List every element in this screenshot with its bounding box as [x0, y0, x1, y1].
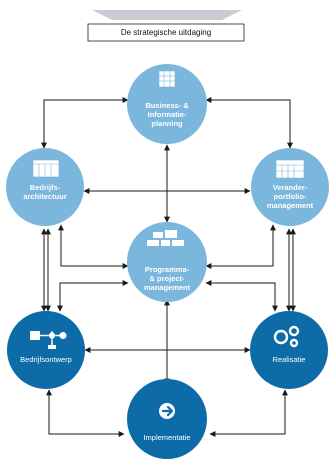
label-realisatie: Realisatie [272, 355, 306, 364]
header-title: De strategische uitdaging [120, 28, 212, 37]
label-programma-project: Programma- & project- management [143, 265, 191, 292]
label-business-planning: Business- & Informatie- planning [145, 101, 189, 128]
gears-icon [273, 325, 300, 348]
label-bedrijfsontwerp: Bedrijfsontwerp [20, 355, 72, 364]
node-veranderportfolio [251, 148, 329, 226]
node-bedrijfsarchitectuur [6, 148, 84, 226]
blocks-icon [147, 230, 184, 246]
arrow-right-circle-icon [159, 403, 175, 419]
label-veranderportfolio: Verander- portfolio- management [266, 183, 314, 210]
header-box [87, 23, 245, 42]
node-business-planning [127, 64, 207, 144]
building-icon [158, 70, 176, 88]
portfolio-icon [275, 159, 305, 179]
funnel-shape [92, 10, 242, 20]
label-implementatie: Implementatie [143, 433, 191, 442]
layout-grid-icon [32, 159, 60, 178]
connectors [41, 97, 296, 437]
node-realisatie [250, 311, 328, 389]
process-flow-icon [30, 331, 67, 349]
label-bedrijfsarchitectuur: Bedrijfs- architectuur [23, 183, 67, 201]
node-bedrijfsontwerp [7, 311, 85, 389]
